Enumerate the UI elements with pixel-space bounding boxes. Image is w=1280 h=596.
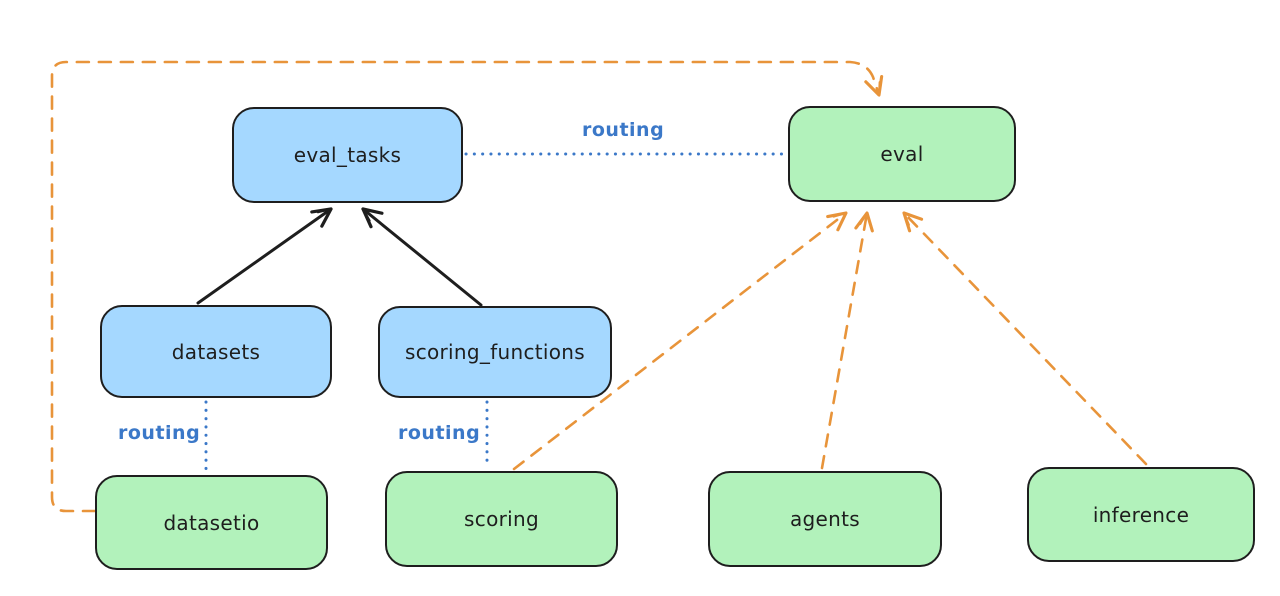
edge-scoring_functions-to-eval_tasks: [361, 207, 483, 307]
node-scoring-functions-label: scoring_functions: [404, 340, 586, 364]
node-datasetio: datasetio: [95, 475, 328, 570]
edge-scoring-to-eval: [512, 211, 848, 471]
node-inference: inference: [1027, 467, 1255, 562]
node-eval: eval: [788, 106, 1016, 202]
node-scoring-label: scoring: [464, 507, 539, 531]
routing-label-datasets-datasetio: routing: [118, 422, 201, 444]
node-scoring: scoring: [385, 471, 618, 567]
node-datasetio-label: datasetio: [163, 510, 260, 535]
edge-inference-to-eval: [902, 211, 1148, 466]
node-agents-label: agents: [790, 507, 860, 531]
node-eval-tasks-label: eval_tasks: [293, 143, 402, 167]
routing-label-scoring-functions-scoring: routing: [398, 422, 481, 444]
node-agents: agents: [708, 471, 942, 567]
node-datasets: datasets: [100, 305, 332, 398]
routing-label-eval-tasks-eval: routing: [582, 119, 665, 141]
edge-datasets-to-eval_tasks: [196, 207, 333, 305]
node-datasets-label: datasets: [171, 339, 261, 364]
node-scoring-functions: scoring_functions: [378, 306, 612, 398]
edge-datasetio-to-eval: [50, 60, 884, 513]
node-inference-label: inference: [1092, 502, 1190, 527]
node-eval-label: eval: [880, 142, 924, 166]
edge-agents-to-eval: [820, 211, 874, 470]
node-eval-tasks: eval_tasks: [232, 107, 463, 203]
